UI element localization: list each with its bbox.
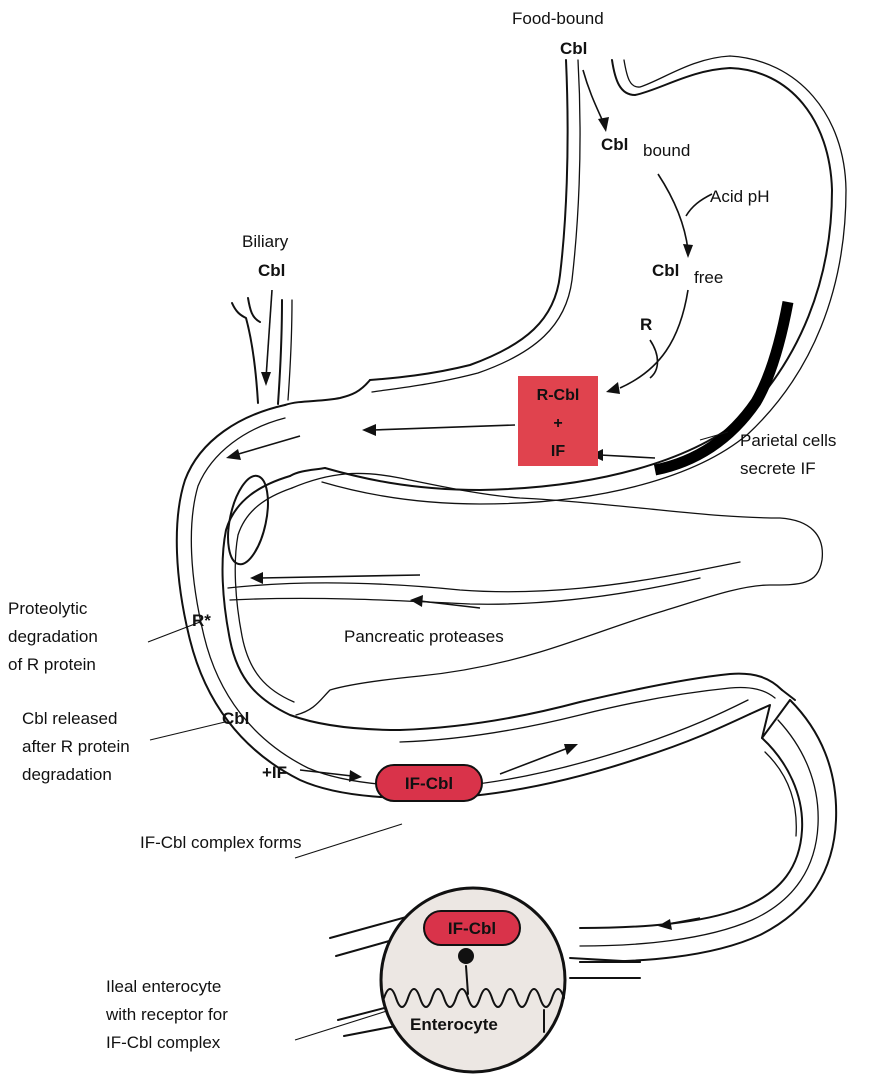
parietal-label-1: Parietal cells — [740, 431, 836, 450]
if-cbl-cell-label: IF-Cbl — [448, 919, 496, 938]
biliary-label: Biliary — [242, 232, 289, 251]
cbl-bound-word: bound — [643, 141, 690, 160]
cbl-free-cbl: Cbl — [652, 261, 679, 280]
complex-forms-label: IF-Cbl complex forms — [140, 833, 302, 852]
cbl-top-label: Cbl — [560, 39, 587, 58]
parietal-label-2: secrete IF — [740, 459, 816, 478]
cbl-released-label-1: Cbl released — [22, 709, 117, 728]
r-cbl-label: R-Cbl — [537, 387, 580, 404]
biliary-cbl-label: Cbl — [258, 261, 285, 280]
if-cbl-pill-label: IF-Cbl — [405, 774, 453, 793]
cbl-released-label-2: after R protein — [22, 737, 130, 756]
cbl-mid-label: Cbl — [222, 709, 249, 728]
if-cbl-pill-intestine: IF-Cbl — [376, 765, 482, 801]
receptor-icon — [458, 948, 474, 964]
proteolytic-label-3: of R protein — [8, 655, 96, 674]
ileal-label-2: with receptor for — [105, 1005, 228, 1024]
r-star-label: R* — [192, 611, 211, 630]
biliary-duct — [232, 290, 292, 404]
food-bound-label: Food-bound — [512, 9, 604, 28]
ileal-label-1: Ileal enterocyte — [106, 977, 221, 996]
enterocyte-label: Enterocyte — [410, 1015, 498, 1034]
cbl-released-label-3: degradation — [22, 765, 112, 784]
cbl-free-word: free — [694, 268, 723, 287]
pancreatic-proteases-label: Pancreatic proteases — [344, 627, 504, 646]
if-label: IF — [551, 443, 565, 460]
proteolytic-label-2: degradation — [8, 627, 98, 646]
plus-if-label: +IF — [262, 763, 287, 782]
if-cbl-pill-cell: IF-Cbl — [424, 911, 520, 945]
text-labels: Food-bound Cbl Cbl bound Acid pH Cbl fre… — [8, 9, 836, 1052]
plus-label: + — [553, 415, 562, 432]
cbl-bound-cbl: Cbl — [601, 135, 628, 154]
r-label: R — [640, 315, 652, 334]
acid-ph-label: Acid pH — [710, 187, 770, 206]
ileal-label-3: IF-Cbl complex — [106, 1033, 221, 1052]
r-cbl-if-box: R-Cbl + IF — [518, 376, 598, 466]
proteolytic-label-1: Proteolytic — [8, 599, 88, 618]
